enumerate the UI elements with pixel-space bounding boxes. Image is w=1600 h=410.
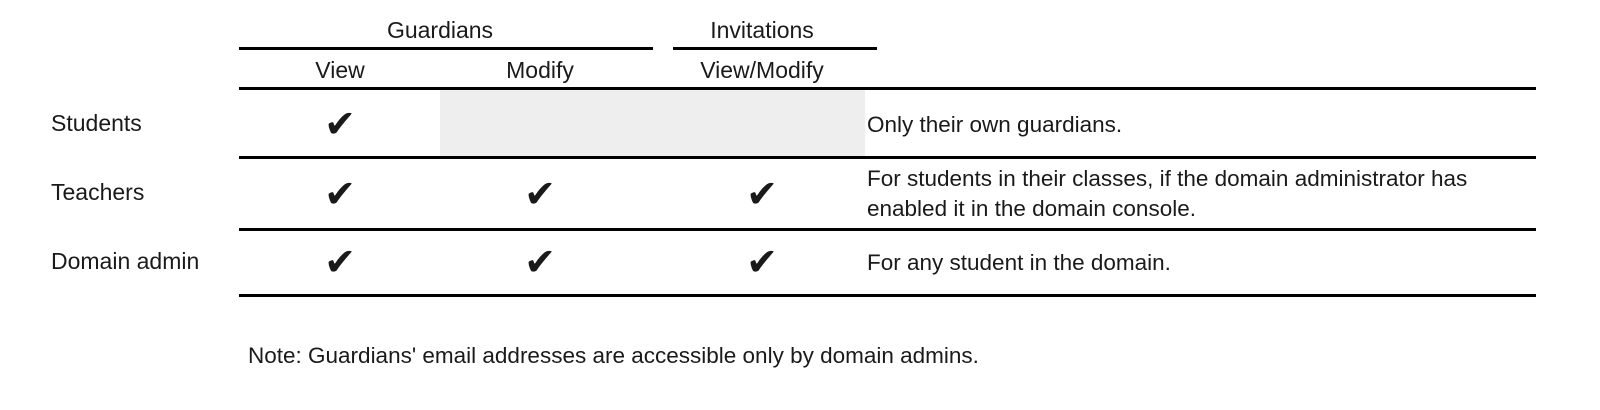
shaded-cell-students-not-applicable bbox=[440, 90, 865, 156]
row-rule-after-students bbox=[239, 156, 1536, 159]
row-rule-after-teachers bbox=[239, 228, 1536, 231]
checkmark-icon-teachers-invitations-view-modify: ✔ bbox=[746, 172, 778, 216]
checkmark-icon-domain-admin-guardians-modify: ✔ bbox=[524, 240, 556, 284]
group-header-invitations: Invitations bbox=[710, 17, 814, 43]
notes-cell-domain-admin: For any student in the domain. bbox=[867, 250, 1171, 275]
header-bottom-rule bbox=[239, 87, 1536, 90]
group-rule-guardians bbox=[239, 47, 653, 50]
checkmark-icon-teachers-guardians-modify: ✔ bbox=[524, 172, 556, 216]
row-label-domain-admin: Domain admin bbox=[51, 248, 200, 274]
column-header-guardians-modify: Modify bbox=[506, 57, 574, 83]
checkmark-icon-teachers-guardians-view: ✔ bbox=[324, 172, 356, 216]
row-label-students: Students bbox=[51, 110, 142, 136]
checkmark-icon-students-guardians-view: ✔ bbox=[324, 102, 356, 146]
group-rule-invitations bbox=[673, 47, 877, 50]
table-bottom-rule bbox=[239, 294, 1536, 297]
checkmark-icon-domain-admin-invitations-view-modify: ✔ bbox=[746, 240, 778, 284]
row-label-teachers: Teachers bbox=[51, 179, 145, 205]
column-header-guardians-view: View bbox=[315, 57, 365, 83]
footnote-text: Note: Guardians' email addresses are acc… bbox=[248, 343, 979, 368]
notes-cell-students: Only their own guardians. bbox=[867, 112, 1123, 137]
notes-cell-teachers: For students in their classes, if the do… bbox=[867, 166, 1468, 221]
checkmark-icon-domain-admin-guardians-view: ✔ bbox=[324, 240, 356, 284]
column-header-invitations-view-modify: View/Modify bbox=[700, 57, 824, 83]
group-header-guardians: Guardians bbox=[386, 17, 494, 43]
